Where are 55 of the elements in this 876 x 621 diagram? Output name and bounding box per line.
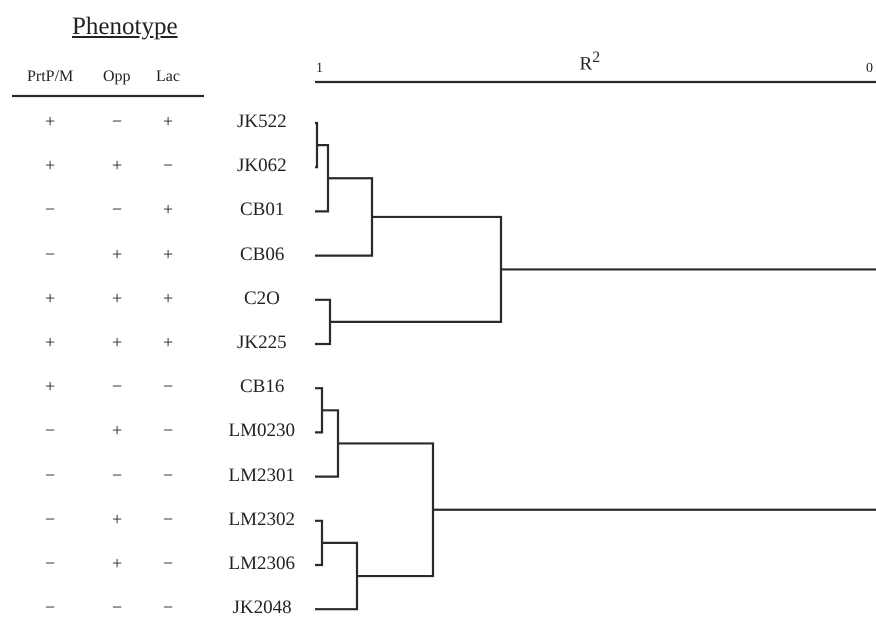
strain-label: JK062 xyxy=(237,156,287,176)
strain-label: CB01 xyxy=(240,200,284,220)
column-header: PrtP/M xyxy=(27,69,74,85)
phenotype-value: + xyxy=(163,244,174,263)
phenotype-value: − xyxy=(112,598,122,616)
strain-label: LM2302 xyxy=(228,510,295,529)
phenotype-value: + xyxy=(163,288,174,307)
phenotype-value: + xyxy=(163,200,174,218)
phenotype-value: + xyxy=(112,156,122,174)
phenotype-value: − xyxy=(45,510,56,528)
strain-label: C2O xyxy=(244,288,280,308)
phenotype-value: − xyxy=(112,377,122,396)
phenotype-value: − xyxy=(163,377,174,396)
phenotype-value: + xyxy=(112,288,122,307)
axis-title: R$^{2}$ xyxy=(580,50,600,74)
phenotype-value: − xyxy=(45,421,56,440)
column-header: Opp xyxy=(103,69,131,85)
phenotype-value: − xyxy=(163,421,174,440)
phenotype-value: − xyxy=(112,200,122,218)
phenotype-value: − xyxy=(45,244,56,263)
phenotype-value: + xyxy=(112,421,122,440)
strain-label: JK2048 xyxy=(232,598,292,618)
phenotype-value: − xyxy=(45,200,56,218)
axis-tick-label: 0 xyxy=(866,62,873,76)
strain-label: LM2306 xyxy=(228,554,295,573)
phenotype-value: − xyxy=(45,554,56,572)
column-header: Lac xyxy=(156,69,180,85)
phenotype-value: + xyxy=(112,244,122,263)
phenotype-value: − xyxy=(45,466,56,484)
phenotype-value: + xyxy=(45,156,56,174)
strain-label: JK225 xyxy=(237,333,287,352)
phenotype-value: − xyxy=(163,510,174,528)
phenotype-value: − xyxy=(163,466,174,484)
strain-label: JK522 xyxy=(237,112,287,131)
phenotype-value: − xyxy=(163,598,174,616)
phenotype-value: − xyxy=(163,554,174,572)
phenotype-value: + xyxy=(163,112,174,130)
axis-tick-label: 1 xyxy=(316,62,323,76)
phenotype-value: + xyxy=(163,333,174,351)
phenotype-value: + xyxy=(45,333,56,351)
phenotype-value: − xyxy=(163,156,174,174)
phenotype-value: + xyxy=(45,112,56,130)
strain-label: LM2301 xyxy=(228,466,295,485)
strain-label: LM0230 xyxy=(228,421,295,440)
strain-label: CB16 xyxy=(240,377,284,396)
phenotype-value: + xyxy=(112,510,122,528)
phenotype-value: + xyxy=(112,554,122,572)
phenotype-value: − xyxy=(112,466,122,484)
phenotype-value: − xyxy=(112,112,122,130)
table-heading: Phenotype xyxy=(72,14,178,39)
phenotype-value: + xyxy=(45,377,56,396)
phenotype-value: − xyxy=(45,598,56,616)
strain-label: CB06 xyxy=(240,244,284,264)
phenotype-value: + xyxy=(45,288,56,307)
phenotype-value: + xyxy=(112,333,122,351)
